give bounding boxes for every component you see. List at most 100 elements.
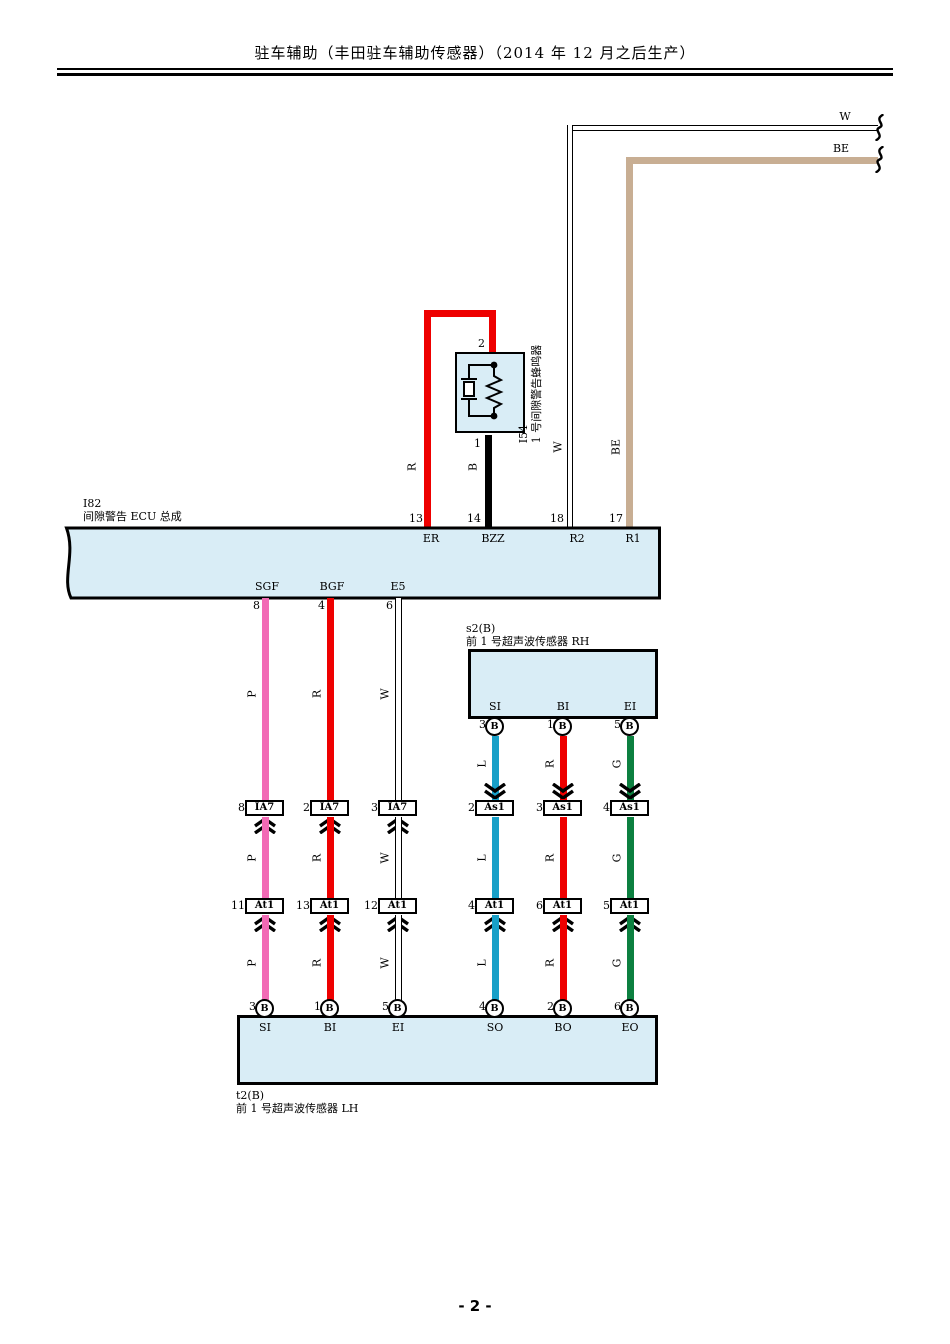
shield-terminal: B <box>620 717 639 736</box>
wire-color-label: G <box>610 759 624 769</box>
sensor-lh-id: t2(B) <box>236 1089 265 1102</box>
wire-be-vertical <box>626 157 633 528</box>
shield-terminal: B <box>553 999 572 1018</box>
wire-seg <box>491 915 499 1002</box>
sensor-pin-name: BI <box>323 1021 337 1034</box>
connector-box: IA7 <box>310 800 349 816</box>
wire-color-label: W <box>378 852 392 864</box>
wire-seg <box>326 817 334 898</box>
wire-seg <box>559 817 567 898</box>
offpage-break-icon <box>875 114 884 141</box>
wire-seg <box>261 817 269 898</box>
ecu-pin-number: 13 <box>409 512 423 525</box>
ecu-pin-number: 8 <box>253 599 260 612</box>
wire-color-label: L <box>475 760 489 768</box>
terminal-pin-number: 4 <box>479 1000 486 1013</box>
sensor-lh-box <box>237 1015 658 1085</box>
wire-seg <box>394 817 402 898</box>
wire-buzzer-red-drop <box>489 310 496 352</box>
wire-color-label: BE <box>832 142 850 155</box>
page-title: 驻车辅助（丰田驻车辅助传感器）（2014 年 12 月之后生产） <box>254 44 696 62</box>
sensor-rh-name: 前 1 号超声波传感器 RH <box>466 635 590 648</box>
wire-seg <box>326 598 334 800</box>
connector-pin-number: 13 <box>296 899 310 912</box>
sensor-pin-name: SI <box>259 1021 271 1034</box>
chevron-down-icon <box>484 783 506 799</box>
wire-seg <box>626 736 634 800</box>
connector-pin-number: 2 <box>468 801 475 814</box>
wire-seg <box>261 915 269 1002</box>
connector-box: As1 <box>543 800 582 816</box>
connector-pin-number: 4 <box>603 801 610 814</box>
wire-color-label: P <box>245 690 259 698</box>
wire-color-label: R <box>543 853 557 863</box>
wire-color-label: W <box>378 957 392 969</box>
shield-terminal: B <box>485 999 504 1018</box>
wire-buzzer-red-vertical <box>424 310 431 528</box>
wire-color-label: R <box>310 689 324 699</box>
ecu-pin-name: BGF <box>319 580 345 593</box>
wire-color-label: R <box>543 759 557 769</box>
ecu-name: 间隙警告 ECU 总成 <box>83 510 182 523</box>
wire-seg <box>559 736 567 800</box>
wire-w-vertical <box>567 125 573 528</box>
chevron-down-icon <box>552 783 574 799</box>
connector-box: At1 <box>475 898 514 914</box>
terminal-pin-number: 1 <box>547 718 554 731</box>
wire-color-label: BE <box>609 438 623 456</box>
ecu-pin-number: 4 <box>318 599 325 612</box>
sensor-pin-name: SI <box>489 700 501 713</box>
page-number: - 2 - <box>458 1297 492 1315</box>
connector-pin-number: 3 <box>371 801 378 814</box>
ecu-pin-number: 18 <box>550 512 564 525</box>
ecu-pin-name: R1 <box>625 532 641 545</box>
wire-color-label: R <box>310 958 324 968</box>
buzzer-id-label: I54 1 号间隙警告蜂鸣器 <box>517 345 543 444</box>
wire-color-label: L <box>475 959 489 967</box>
wire-seg <box>261 598 269 800</box>
wire-seg <box>491 736 499 800</box>
sensor-lh-name: 前 1 号超声波传感器 LH <box>236 1102 359 1115</box>
ecu-pin-name: BZZ <box>481 532 505 545</box>
wire-be-horizontal <box>626 157 878 164</box>
ecu-pin-name: SGF <box>255 580 279 593</box>
buzzer-pin-number: 1 <box>474 437 481 450</box>
offpage-break-icon <box>875 146 884 173</box>
wire-color-label: P <box>245 854 259 862</box>
ecu-pin-number: 14 <box>467 512 481 525</box>
wire-color-label: G <box>610 853 624 863</box>
shield-terminal: B <box>620 999 639 1018</box>
wire-color-label: P <box>245 959 259 967</box>
header-rule <box>57 68 893 70</box>
connector-pin-number: 8 <box>238 801 245 814</box>
wire-w-horizontal <box>567 125 878 131</box>
ecu-pin-name: E5 <box>390 580 406 593</box>
wire-buzzer-black <box>485 435 492 528</box>
connector-pin-number: 6 <box>536 899 543 912</box>
connector-box: As1 <box>475 800 514 816</box>
sensor-pin-name: SO <box>486 1021 504 1034</box>
component-name: 1 号间隙警告蜂鸣器 <box>530 344 543 444</box>
connector-pin-number: 5 <box>603 899 610 912</box>
connector-box: At1 <box>610 898 649 914</box>
connector-box: IA7 <box>245 800 284 816</box>
ecu-pin-number: 6 <box>386 599 393 612</box>
shield-terminal: B <box>388 999 407 1018</box>
wire-color-label: R <box>405 462 419 472</box>
wire-seg <box>394 915 402 1002</box>
sensor-rh-id: s2(B) <box>466 622 496 635</box>
wire-color-label: B <box>466 462 480 472</box>
wire-seg <box>626 817 634 898</box>
ecu-pin-name: R2 <box>569 532 585 545</box>
shield-terminal: B <box>553 717 572 736</box>
connector-pin-number: 4 <box>468 899 475 912</box>
buzzer-symbol-icon <box>461 361 504 420</box>
connector-box: At1 <box>245 898 284 914</box>
ecu-pin-name: ER <box>422 532 440 545</box>
terminal-pin-number: 2 <box>547 1000 554 1013</box>
shield-terminal: B <box>255 999 274 1018</box>
buzzer-box <box>455 352 525 433</box>
sensor-pin-name: BO <box>554 1021 572 1034</box>
ecu-id: I82 <box>83 497 102 510</box>
